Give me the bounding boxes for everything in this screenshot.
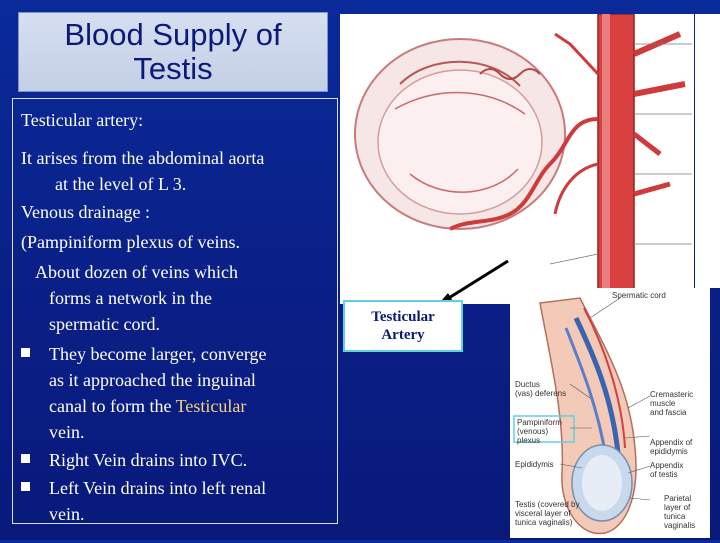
bullet-3-line-1: Left Vein drains into left renal xyxy=(49,478,267,498)
bullet-1-line-3-text: canal to form the xyxy=(49,396,176,416)
label-testis-3: tunica vaginalis) xyxy=(515,518,573,527)
bullet-1-line-1: They become larger, converge xyxy=(49,344,267,364)
label-cremasteric-2: muscle xyxy=(650,399,676,408)
bullet-1-line-2: as it approached the inguinal xyxy=(49,370,256,390)
callout-line-1: Testicular xyxy=(371,309,435,325)
bullet-1-line-3: canal to form the Testicular xyxy=(49,393,246,419)
label-appendix-epididymis-1: Appendix of xyxy=(650,438,693,447)
label-appendix-epididymis-2: epididymis xyxy=(650,447,688,456)
text-dozen-line-1: About dozen of veins which xyxy=(35,262,238,282)
heading-testicular-artery: Testicular artery: xyxy=(21,110,144,130)
aorta-diagram-illustration xyxy=(354,13,692,305)
slide-title-line-1: Blood Supply of xyxy=(64,17,282,52)
label-appendix-testis-1: Appendix xyxy=(650,461,684,470)
label-appendix-testis-2: of testis xyxy=(650,470,678,479)
bullet-icon xyxy=(21,454,30,463)
diagram-margin xyxy=(695,14,720,288)
text-dozen-line-3: spermatic cord. xyxy=(49,314,160,334)
label-parietal-1: Parietal xyxy=(664,494,692,503)
label-cremasteric-1: Cremasteric xyxy=(650,390,694,399)
slide-title-box: Blood Supply of Testis xyxy=(18,12,328,92)
callout-testicular-artery: Testicular Artery xyxy=(343,300,463,352)
bullet-icon xyxy=(21,348,30,357)
label-pampiniform-3: plexus xyxy=(517,436,541,445)
label-testis-1: Testis (covered by xyxy=(515,500,580,509)
label-parietal-2: layer of xyxy=(664,503,691,512)
label-testis-2: visceral layer of xyxy=(515,509,571,518)
highlight-testicular: Testicular xyxy=(175,396,247,416)
label-epididymis: Epididymis xyxy=(515,460,554,469)
label-parietal-4: vaginalis xyxy=(664,521,696,530)
bullet-3-line-2: vein. xyxy=(49,504,85,524)
label-cremasteric-3: and fascia xyxy=(650,408,687,417)
content-box: Testicular artery: It arises from the ab… xyxy=(12,98,338,524)
bullet-icon xyxy=(21,482,30,491)
bullet-2-line-1: Right Vein drains into IVC. xyxy=(49,450,248,470)
label-parietal-3: tunica xyxy=(664,512,686,521)
text-venous-drainage: Venous drainage : xyxy=(21,202,150,222)
diagram-spermatic-cord: Spermatic cord Ductus (vas) deferens Cre… xyxy=(510,288,710,538)
text-pampiniform: (Pampiniform plexus of veins. xyxy=(21,232,240,252)
callout-line-2: Artery xyxy=(381,327,425,343)
label-pampiniform-1: Pampiniform xyxy=(517,418,562,427)
text-dozen-line-2: forms a network in the xyxy=(49,288,212,308)
diagram-aorta-testis xyxy=(340,13,694,305)
text-arises-line-1: It arises from the abdominal aorta xyxy=(21,148,265,168)
slide-title-line-2: Testis xyxy=(133,51,213,86)
label-spermatic-cord: Spermatic cord xyxy=(612,291,666,300)
text-arises-line-2: at the level of L 3. xyxy=(55,174,187,194)
label-ductus-1: Ductus xyxy=(515,380,540,389)
label-ductus-2: (vas) deferens xyxy=(515,389,567,398)
bullet-1-line-4: vein. xyxy=(49,422,85,442)
spermatic-cord-illustration xyxy=(513,297,651,535)
label-pampiniform-2: (venous) xyxy=(517,427,549,436)
